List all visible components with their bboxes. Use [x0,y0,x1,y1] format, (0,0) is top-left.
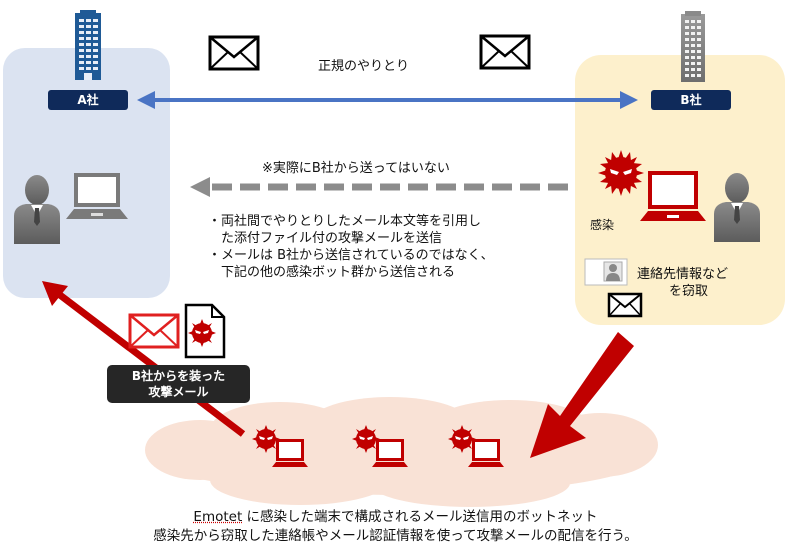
callout-line: 攻撃メール [148,385,209,399]
company-b-label: B社 [651,90,731,110]
legit-exchange-arrow [137,91,638,109]
envelope-icon [607,292,643,318]
malicious-envelope-icon [128,313,180,349]
explanation-line: ・メールは B社から送信されているのではなく、 [208,248,494,263]
spoofed-dashed-arrow [190,177,568,197]
person-a-icon [14,175,60,244]
stolen-info-label: 連絡先情報など を窃取 [637,266,728,300]
explanation-text: ・両社間でやりとりしたメール本文等を引用し た添付ファイル付の攻撃メールを送信 … [208,213,494,281]
stolen-line: 連絡先情報など [637,267,729,282]
infected-bot [352,425,408,467]
infection-spread-arrow [530,332,634,458]
building-a-icon [75,10,101,80]
contact-card-icon [584,258,628,286]
not-sent-note: ※実際にB社から送ってはいない [262,161,450,176]
emotet-term: Emotet [193,509,243,525]
callout-line: B社からを装った [131,369,226,383]
person-b-icon [714,173,760,242]
infected-bot [252,425,308,467]
legit-exchange-label: 正規のやりとり [318,59,410,74]
caption-text: に感染した端末で構成されるメール送信用のボットネット [242,509,598,525]
company-a-label: A社 [48,90,128,110]
laptop-a-icon [66,173,128,219]
attack-mail-arrow [42,281,246,437]
virus-icon [598,150,644,196]
spoofed-mail-callout: B社からを装った 攻撃メール [107,365,250,403]
explanation-line: ・両社間でやりとりしたメール本文等を引用し [208,214,482,229]
envelope-icon [208,35,260,71]
explanation-line: た添付ファイル付の攻撃メールを送信 [208,231,443,246]
caption-line-1: Emotet に感染した端末で構成されるメール送信用のボットネット [0,508,791,526]
envelope-icon [479,34,531,70]
building-b-icon [681,11,705,82]
malicious-attachment-icon [184,303,226,359]
infected-bot [448,425,504,467]
stolen-line: を窃取 [669,284,709,299]
infected-label: 感染 [590,218,615,232]
infected-laptop-icon [640,171,706,221]
caption-line-2: 感染先から窃取した連絡帳やメール認証情報を使って攻撃メールの配信を行う。 [153,528,638,544]
explanation-line: 下記の他の感染ボット群から送信される [208,265,456,280]
